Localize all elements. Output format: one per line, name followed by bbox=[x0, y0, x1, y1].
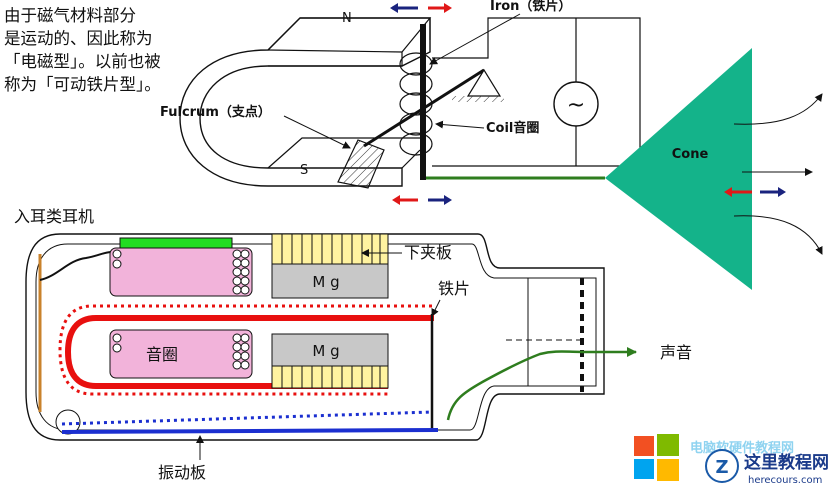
upper-yellow-plate bbox=[271, 233, 389, 265]
diaphragm-dotted bbox=[61, 410, 433, 426]
watermark-url: herecours.com bbox=[748, 475, 822, 486]
lead-wire bbox=[39, 251, 113, 281]
cone-shape bbox=[605, 48, 752, 290]
u-magnet bbox=[179, 17, 431, 187]
iron-bar bbox=[420, 24, 426, 180]
coil-label: Coil音圈 bbox=[486, 120, 539, 136]
cone-group: Cone bbox=[605, 48, 823, 290]
sound-ray-upper bbox=[733, 93, 823, 125]
lower-magnet bbox=[271, 333, 389, 367]
north-pole-label: N bbox=[342, 11, 352, 26]
watermark-logo-letter: Z bbox=[715, 457, 728, 478]
lower-coil-block bbox=[109, 329, 253, 379]
earphone-title: 入耳类耳机 bbox=[14, 207, 94, 226]
upper-magnet-label: M g bbox=[312, 273, 339, 291]
watermark: 电脑软硬件教程网 Z 这里教程网 herecours.com bbox=[634, 434, 829, 486]
support-ground bbox=[452, 96, 504, 102]
intro-text: 由于磁气材料部分 是运动的、因此称为 「电磁型」。以前也被 称为「可动铁片型」。 bbox=[4, 4, 244, 96]
lower-plate-lines bbox=[281, 366, 381, 388]
iron-piece-label: 铁片 bbox=[438, 279, 470, 298]
sound-path bbox=[446, 347, 637, 421]
upper-plate-lines bbox=[281, 234, 381, 264]
diaphragm bbox=[61, 428, 439, 434]
diaphragm-label: 振动板 bbox=[158, 463, 206, 482]
upper-green-strip bbox=[119, 237, 233, 249]
upper-coil-wires bbox=[112, 249, 250, 295]
watermark-logo-icon bbox=[705, 449, 739, 483]
sound-ray-lower bbox=[733, 215, 823, 255]
upper-coil-block bbox=[109, 247, 253, 297]
ac-source-symbol: ~ bbox=[567, 93, 585, 118]
intro-line-1: 由于磁气材料部分 bbox=[4, 6, 136, 25]
voice-coil-label: 音圈 bbox=[146, 345, 178, 364]
red-u-plate-dotted bbox=[58, 304, 432, 396]
intro-line-3: 「电磁型」。以前也被 bbox=[4, 52, 161, 71]
south-pole-label: S bbox=[300, 163, 308, 178]
earphone-diagram: 入耳类耳机 bbox=[14, 207, 692, 482]
windows-logo-icon bbox=[634, 434, 679, 481]
iron-label: Iron（铁片） bbox=[490, 0, 571, 14]
magnet-driver: N S ~ bbox=[160, 0, 641, 205]
vent-bubble bbox=[55, 409, 81, 435]
lower-yellow-plate bbox=[271, 365, 389, 389]
upper-magnet bbox=[271, 263, 389, 299]
sound-label: 声音 bbox=[660, 343, 692, 362]
armature-support bbox=[466, 68, 502, 97]
coil-windings bbox=[399, 52, 433, 156]
lower-magnet-label: M g bbox=[312, 342, 339, 360]
watermark-main-text: 这里教程网 bbox=[744, 452, 829, 473]
lower-coil-wires bbox=[112, 333, 250, 370]
intro-line-2: 是运动的、因此称为 bbox=[4, 29, 153, 48]
fulcrum-wedge bbox=[337, 139, 385, 189]
intro-line-4: 称为「可动铁片型」。 bbox=[4, 75, 161, 94]
circuit-wire bbox=[432, 17, 641, 167]
red-u-plate bbox=[64, 315, 434, 389]
lower-plate-label: 下夹板 bbox=[404, 243, 452, 262]
cone-label: Cone bbox=[672, 147, 709, 162]
fulcrum-label: Fulcrum（支点） bbox=[160, 104, 271, 120]
